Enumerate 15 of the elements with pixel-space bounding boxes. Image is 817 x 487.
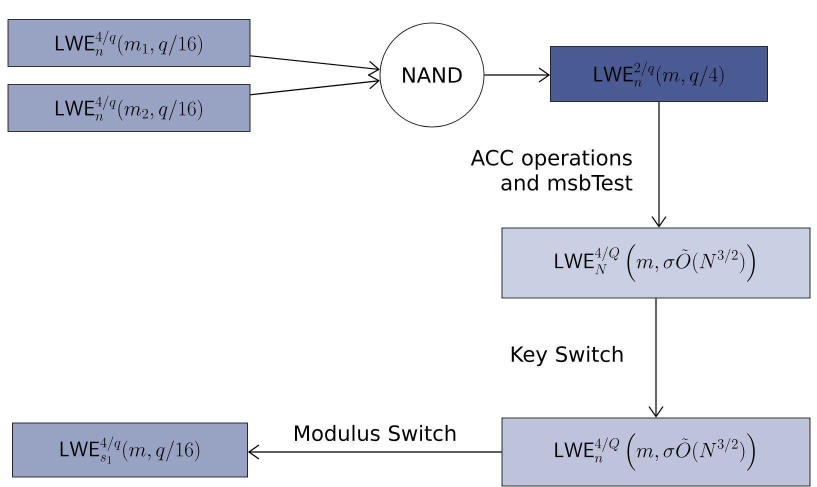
edge-label: ACC operations and msbTest <box>470 149 632 191</box>
arrow <box>248 444 502 460</box>
arrow <box>250 74 380 96</box>
formula-box: $\mathsf{LWE}_n^{2/q}(m, q/4)$ <box>550 46 768 102</box>
formula-box: $\mathsf{LWE}_n^{4/Q}\left(m, \sigma\tilde{O}(N^{3/2})\right)$ <box>502 418 810 486</box>
edge-label: Key Switch <box>512 346 622 366</box>
formula-box: $\mathsf{LWE}_N^{4/Q}\left(m, \sigma\tilde{O}(N^{3/2})\right)$ <box>502 228 810 298</box>
formula-box: $\mathsf{LWE}_n^{4/q}(m_2, q/16)$ <box>8 84 250 132</box>
formula-box: $\mathsf{LWE}_n^{4/q}(m_1, q/16)$ <box>8 19 250 67</box>
arrow <box>648 298 664 418</box>
arrow <box>250 55 380 76</box>
arrow <box>652 102 666 228</box>
formula-box: $\mathsf{LWE}_{s_1}^{4/q}(m, q/16)$ <box>12 422 248 478</box>
arrow <box>484 68 550 82</box>
edge-label: Modulus Switch <box>295 424 456 442</box>
